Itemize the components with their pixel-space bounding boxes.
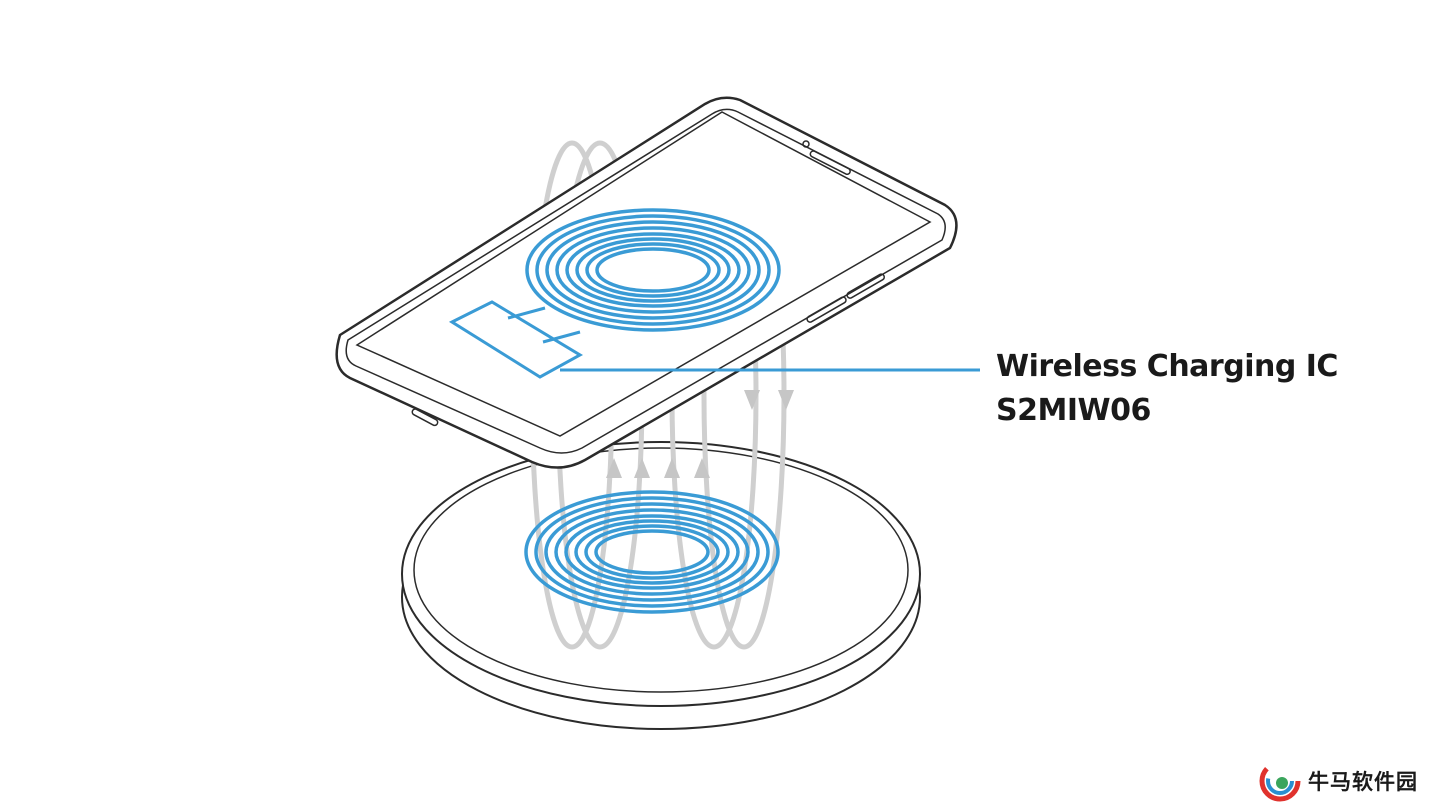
callout-title: Wireless Charging IC <box>996 349 1338 384</box>
charging-pad <box>401 441 921 730</box>
watermark-logo-icon <box>1259 760 1301 802</box>
transmitter-coil <box>524 490 780 614</box>
receiver-coil <box>525 208 781 332</box>
smartphone <box>335 96 958 469</box>
wireless-charging-ic <box>448 300 584 379</box>
watermark: 牛马软件园 <box>1258 757 1418 805</box>
callout-part-number: S2MIW06 <box>996 393 1151 428</box>
watermark-text: 牛马软件园 <box>1308 770 1418 794</box>
